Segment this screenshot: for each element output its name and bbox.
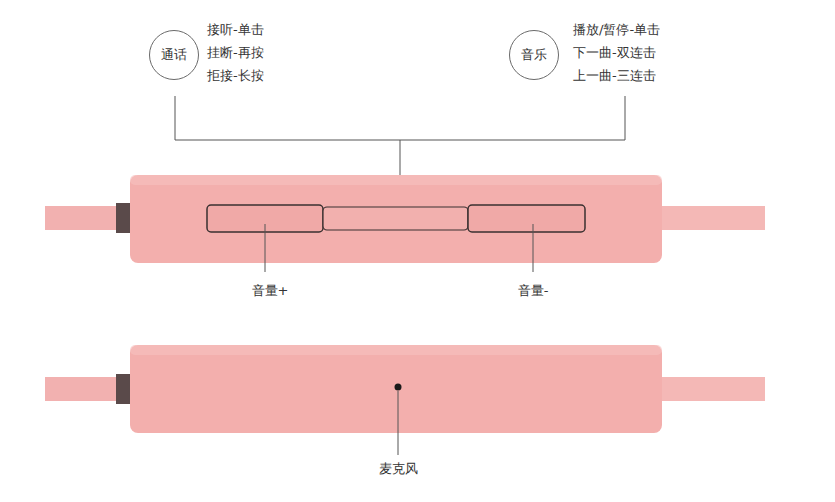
cable: [655, 206, 765, 230]
text-label: 播放/暂停-单击: [573, 22, 660, 38]
text-label: 下一曲-双连击: [573, 45, 656, 61]
leader-line: [398, 391, 399, 455]
text-label: 接听-单击: [207, 22, 264, 38]
text-label: 拒接-长按: [207, 68, 264, 84]
cable: [45, 377, 125, 401]
text-label: 麦克风: [379, 461, 418, 477]
remote-body: [130, 345, 662, 433]
text-label: 挂断-再按: [207, 45, 264, 61]
microphone-hole: [395, 384, 402, 391]
node-text: 音乐: [521, 47, 547, 63]
bracket-line: [175, 96, 625, 140]
remote-highlight: [130, 175, 662, 185]
text-label: 音量-: [518, 283, 549, 299]
text-label: 音量+: [252, 283, 289, 299]
circle-node: 通话: [149, 30, 199, 80]
leader-line: [533, 224, 534, 272]
remote-highlight: [130, 345, 662, 355]
circle-node: 音乐: [509, 30, 559, 80]
remote-body: [130, 175, 662, 263]
cable: [45, 206, 125, 230]
cable: [655, 377, 765, 401]
volume-down-button: [468, 205, 585, 232]
node-text: 通话: [161, 47, 187, 63]
center-button: [323, 207, 468, 230]
text-label: 上一曲-三连击: [573, 68, 656, 84]
leader-line: [265, 224, 266, 272]
